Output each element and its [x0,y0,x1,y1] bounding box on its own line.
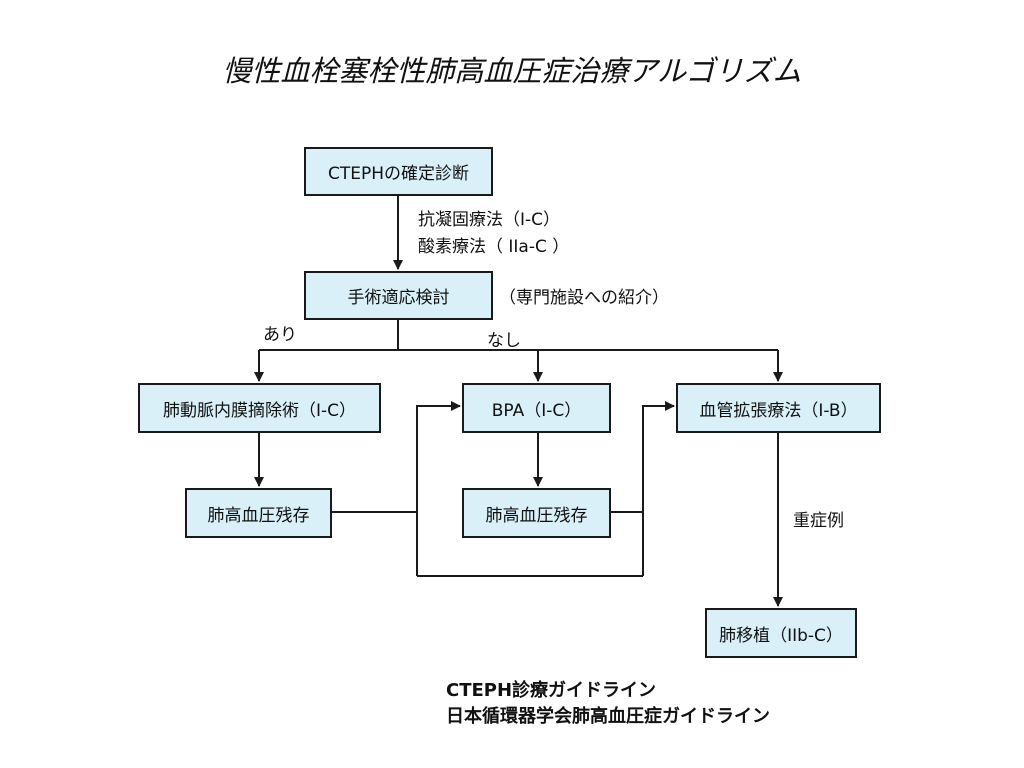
label-yes: あり [263,325,297,345]
node-bpa: BPA（I-C） [462,383,611,433]
node-lung-transplant: 肺移植（IIb-C） [705,608,857,658]
node-vasodilator-therapy: 血管拡張療法（I-B） [676,383,881,433]
diagram-title: 慢性血栓塞栓性肺高血圧症治療アルゴリズム [222,54,802,88]
label-anticoagulation: 抗凝固療法（I-C） [418,210,561,230]
node-surgery-evaluation: 手術適応検討 [304,271,493,320]
label-severe-case: 重症例 [793,511,844,531]
arrow-residual-to-bpa [332,401,461,513]
node-pea: 肺動脈内膜摘除術（I-C） [138,383,381,433]
node-residual-ph-1: 肺高血圧残存 [185,488,332,538]
source-line-1: CTEPH診療ガイドライン [446,680,657,701]
source-line-2: 日本循環器学会肺高血圧症ガイドライン [446,706,770,727]
node-residual-ph-2: 肺高血圧残存 [462,488,611,538]
label-oxygen-therapy: 酸素療法（ IIa-C ） [418,237,570,257]
node-ctph-diagnosis: CTEPHの確定診断 [304,147,493,196]
label-referral: （専門施設への紹介） [499,288,669,308]
arrow-residual-to-vasodilator [611,401,675,513]
label-no: なし [487,331,521,351]
